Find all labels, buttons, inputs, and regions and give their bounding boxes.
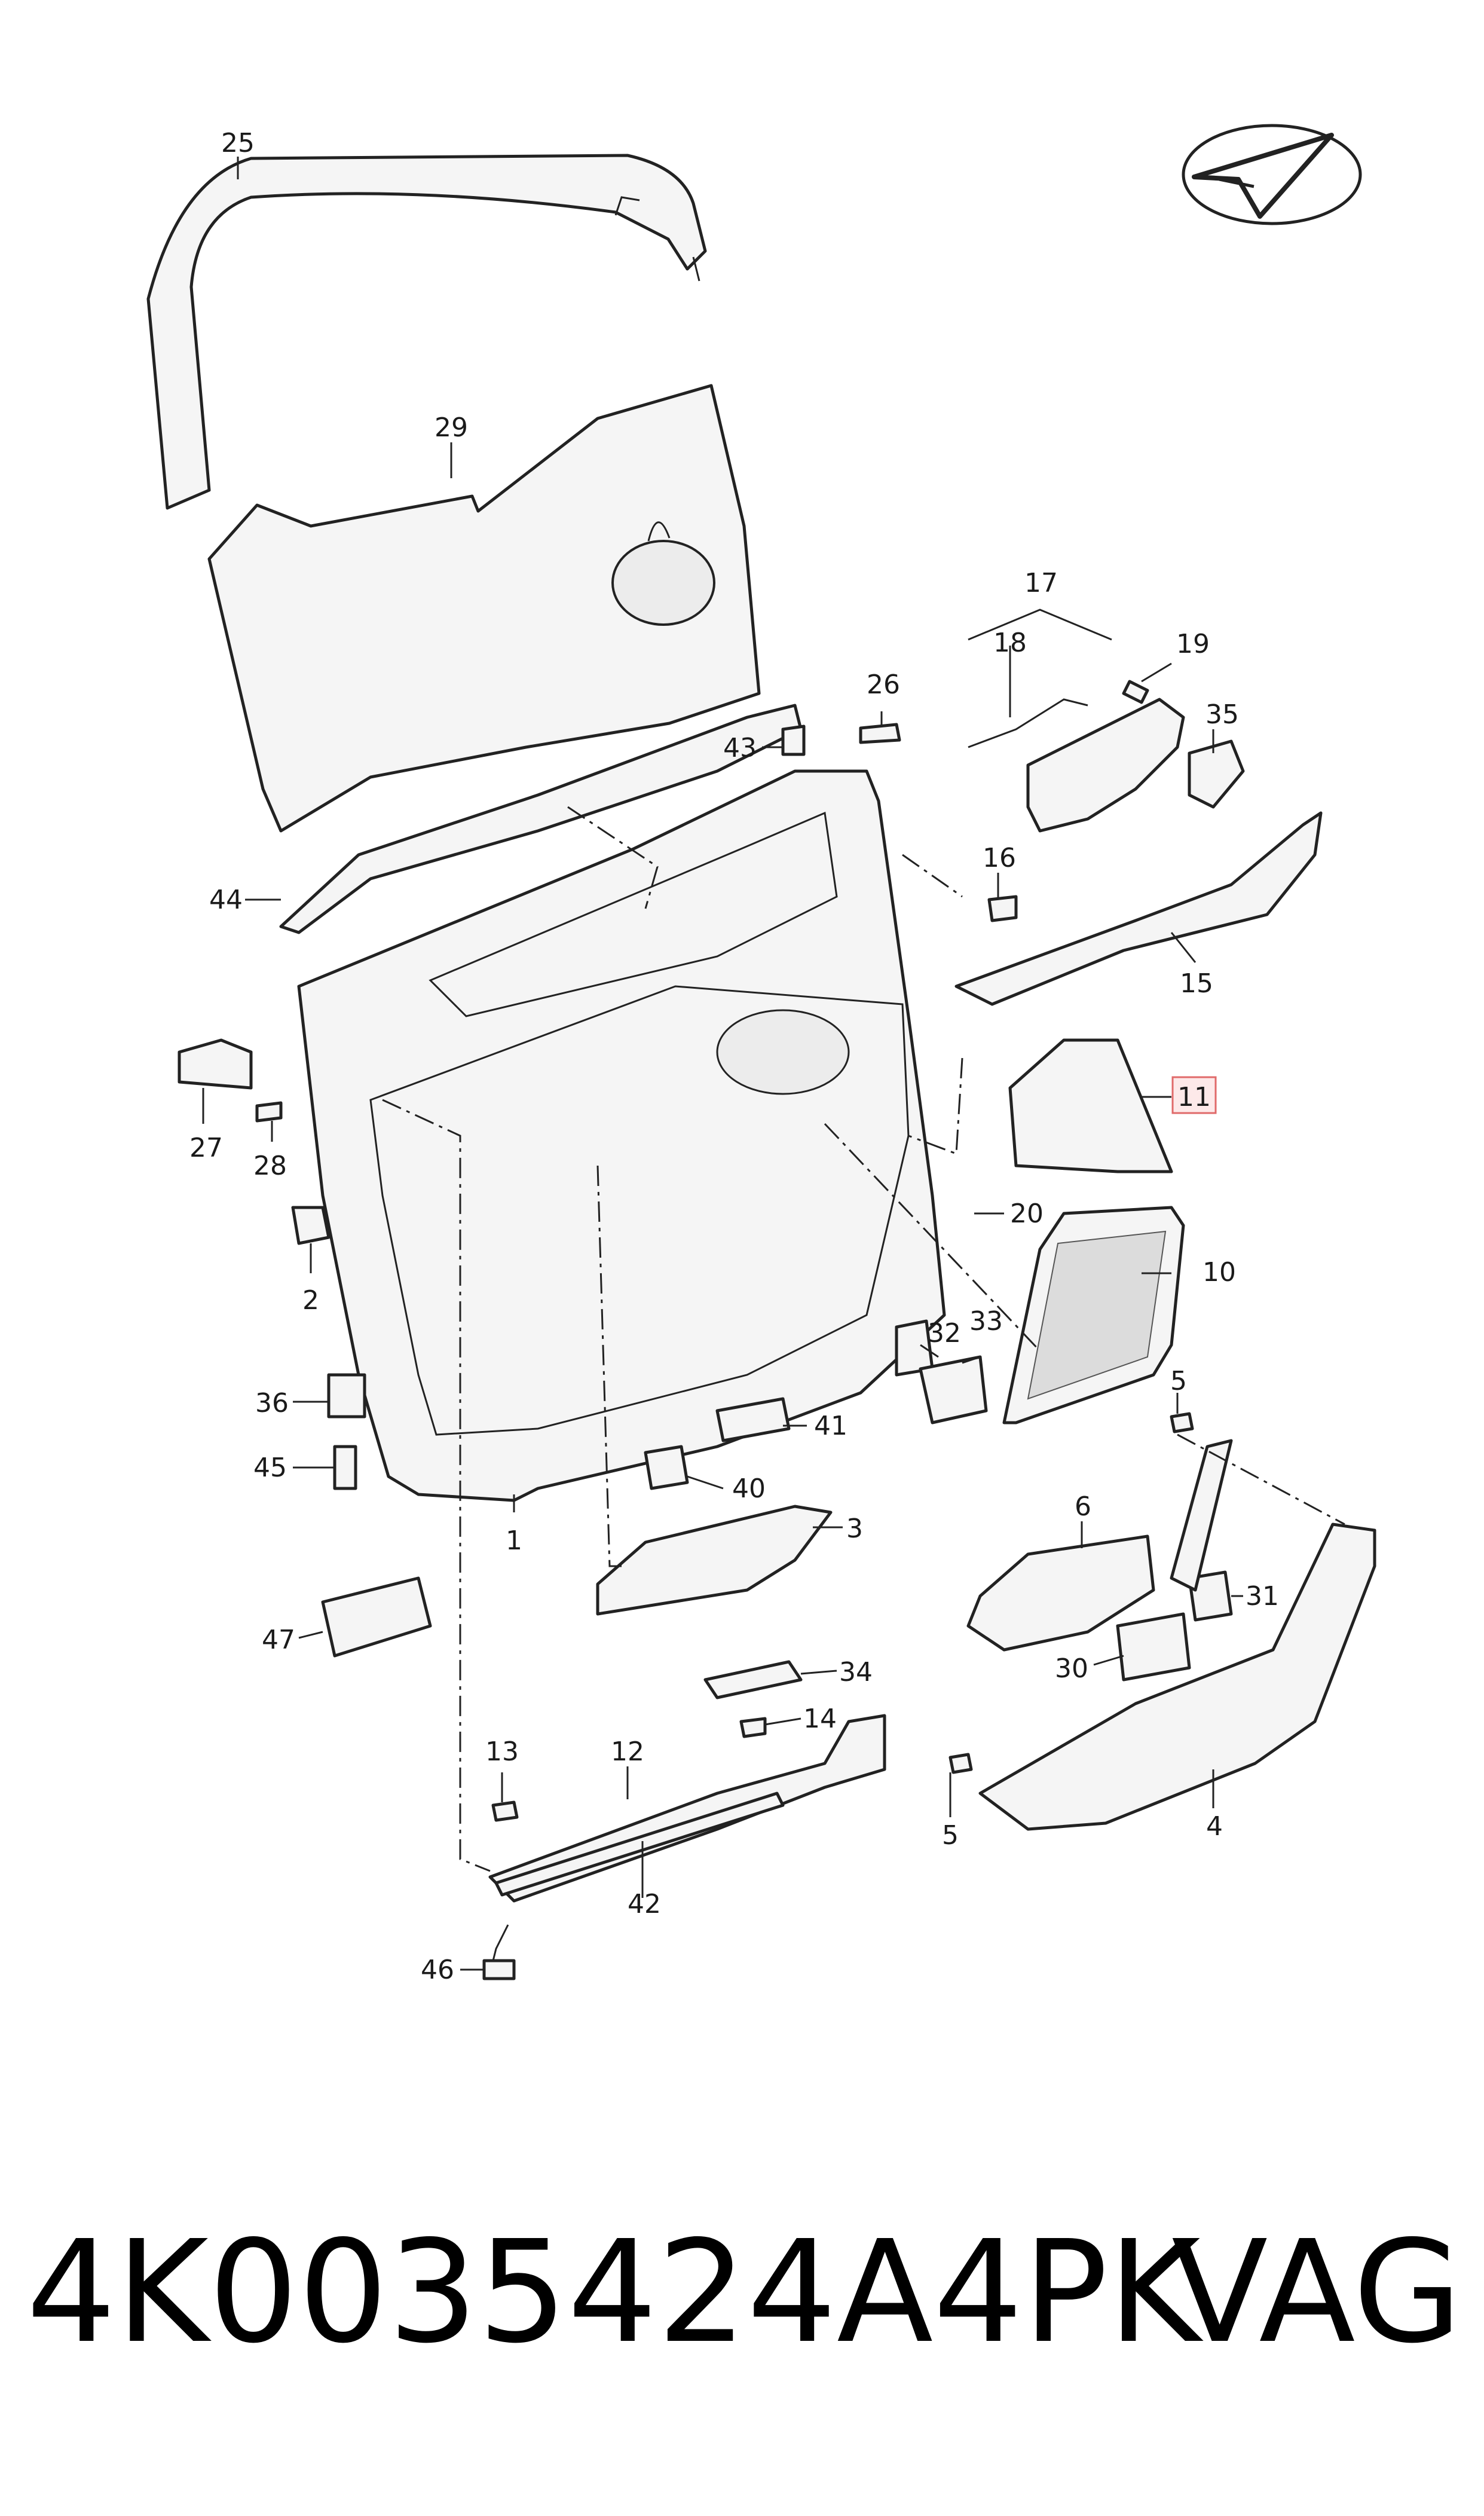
- callout-29: 29: [435, 412, 468, 443]
- part-27-bracket: [178, 1038, 253, 1090]
- part-4-armrest-trim: [978, 1523, 1376, 1831]
- callout-30: 30: [1055, 1653, 1088, 1684]
- callout-41: 41: [814, 1411, 847, 1441]
- callout-10: 10: [1203, 1257, 1236, 1288]
- callout-34: 34: [839, 1657, 873, 1687]
- part-14-screw: [739, 1717, 767, 1738]
- callout-3: 3: [846, 1514, 863, 1544]
- part-47-control-module: [321, 1576, 432, 1658]
- callout-5-upper: 5: [1170, 1366, 1187, 1396]
- callout-6: 6: [1075, 1491, 1091, 1522]
- callout-19: 19: [1176, 629, 1210, 659]
- callout-31: 31: [1246, 1581, 1279, 1612]
- callout-46: 46: [421, 1955, 454, 1985]
- callout-1: 1: [506, 1526, 522, 1556]
- part-42-light-strip: [494, 1792, 785, 1897]
- part-35-switch: [1188, 739, 1245, 809]
- part-40-switch: [644, 1445, 689, 1490]
- part-3-pull-handle: [596, 1505, 833, 1616]
- callout-17: 17: [1024, 568, 1058, 598]
- orientation-symbol-icon: [1182, 124, 1362, 225]
- callout-40: 40: [732, 1473, 766, 1504]
- callout-42: 42: [628, 1889, 661, 1919]
- part-number-label: 4K0035424A4PK: [26, 2210, 1201, 2374]
- callout-13: 13: [485, 1737, 519, 1767]
- part-26-clip: [859, 723, 901, 744]
- part-17-door-handle: [1026, 698, 1185, 833]
- highlight-box-11: [1171, 1076, 1217, 1114]
- part-2-grommet: [291, 1206, 331, 1245]
- part-43-clip: [781, 724, 806, 756]
- callout-14: 14: [803, 1704, 837, 1734]
- callout-2: 2: [302, 1285, 319, 1316]
- callout-28: 28: [253, 1151, 287, 1181]
- part-10-speaker-grille: [1002, 1206, 1185, 1424]
- callout-11: 11: [1177, 1082, 1211, 1112]
- part-5-screw-upper: [1170, 1412, 1194, 1433]
- part-29-vapour-barrier: [207, 384, 761, 833]
- callout-45: 45: [253, 1453, 287, 1483]
- callout-33: 33: [969, 1306, 1003, 1337]
- callout-16: 16: [983, 843, 1016, 873]
- part-31-switch: [1188, 1570, 1233, 1622]
- callout-26: 26: [867, 669, 900, 700]
- brand-label: VAG: [1171, 2210, 1462, 2374]
- part-11-tweeter-cover: [1008, 1038, 1173, 1173]
- leader-lines: [202, 157, 1243, 1971]
- assembly-lines: [382, 806, 1345, 1872]
- part-1-door-panel: [297, 769, 946, 1502]
- part-28-screw: [255, 1101, 283, 1123]
- part-33-switch: [919, 1355, 988, 1424]
- callout-4: 4: [1206, 1811, 1223, 1842]
- part-45-cover: [333, 1445, 357, 1490]
- part-5-screw-lower: [948, 1753, 973, 1774]
- part-41-switch: [715, 1397, 791, 1442]
- part-19-screw: [1122, 680, 1149, 704]
- callout-36: 36: [255, 1388, 289, 1419]
- callout-47: 47: [262, 1625, 295, 1655]
- part-46-connector: [482, 1959, 516, 1980]
- callout-15: 15: [1180, 968, 1213, 999]
- callout-35: 35: [1205, 699, 1239, 730]
- part-34-bracket: [703, 1660, 803, 1699]
- callout-20: 20: [1010, 1199, 1044, 1229]
- part-13-screw: [491, 1800, 519, 1822]
- callout-12: 12: [611, 1737, 644, 1767]
- callout-43: 43: [723, 733, 757, 763]
- part-18-cable: [968, 698, 1088, 748]
- callout-44: 44: [209, 885, 243, 915]
- part-armrest-bracket: [1170, 1439, 1233, 1592]
- callout-32: 32: [928, 1318, 961, 1349]
- part-25-window-frame: [146, 154, 707, 510]
- part-16-clip: [987, 895, 1018, 922]
- callout-25: 25: [221, 128, 255, 158]
- callout-18: 18: [993, 628, 1027, 658]
- callout-labels: 25 29 17 18 19 26 35 43 44 16 15 11 27 2…: [189, 128, 1279, 1985]
- callout-5-lower: 5: [942, 1820, 959, 1851]
- part-30-window-switch: [1116, 1612, 1191, 1682]
- part-6-switch-panel: [966, 1534, 1155, 1652]
- callout-27: 27: [189, 1133, 223, 1163]
- part-15-armrest-trim: [954, 811, 1323, 1006]
- part-36-switch: [327, 1373, 366, 1419]
